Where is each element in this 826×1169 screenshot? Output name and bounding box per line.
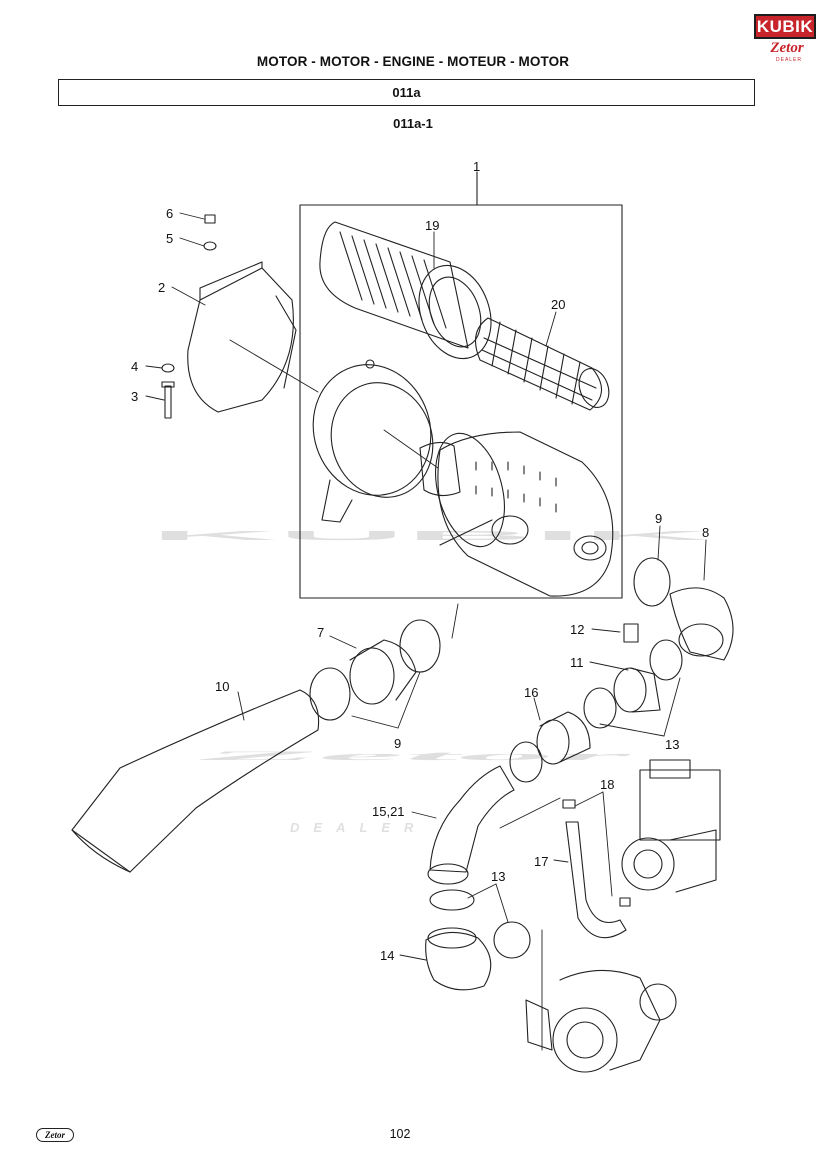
leader-lines [145,212,707,1051]
hose-sleeve-16 [536,711,591,765]
hose-clamp [309,667,351,721]
vacuum-indicator [623,623,639,643]
filter-housing [419,431,614,597]
intake-duct [71,689,320,873]
rubber-elbow [669,587,734,661]
assembly-frame [299,204,623,599]
hose-clamp [493,921,531,959]
callout-label: 4 [131,359,138,374]
callout-label: 10 [215,679,229,694]
callout-label: 9 [394,736,401,751]
kubik-logo: KUBIK Zetor DEALER [754,14,816,64]
watermark-zetor: Zetor [185,748,644,763]
figure-id: 011a-1 [393,116,433,131]
callout-label: 11 [570,655,584,670]
washer [203,241,217,251]
outer-filter-element [319,221,492,360]
page-title: MOTOR - MOTOR - ENGINE - MOTEUR - MOTOR [256,54,570,69]
callout-label: 13 [665,737,679,752]
housing-cover [312,359,434,523]
callout-labels: 1 2 3 4 5 6 7 8 9 9 10 11 12 13 13 14 15… [131,159,709,963]
nut [204,214,216,224]
callout-label: 18 [600,777,614,792]
turbocharger [525,969,677,1073]
callout-label: 14 [380,948,394,963]
callout-label: 13 [491,869,505,884]
hose-clip [562,799,631,907]
watermark-kubik: KUBIK [150,528,718,543]
zetor-footer-logo: Zetor [36,1128,74,1142]
callout-label: 6 [166,206,173,221]
hose-clamp [509,741,543,783]
connecting-pipe [613,667,661,713]
callout-label: 12 [570,622,584,637]
section-code: 011a [392,85,421,100]
callout-label: 19 [425,218,439,233]
hose-clamp [429,889,475,911]
mounting-bracket [187,261,297,413]
safety-filter-element [474,317,610,411]
zetor-logo-word: Zetor [770,40,804,56]
callout-label: 16 [524,685,538,700]
rubber-elbow-14 [425,927,492,991]
hose-clamp [633,557,671,607]
breather-hose [565,821,627,939]
air-compressor [621,759,721,893]
kubik-logo-word: KUBIK [754,14,816,39]
bent-pipe [427,765,515,885]
dealer-logo-tag: DEALER [776,57,803,63]
callout-label: 5 [166,231,173,246]
page-number: 102 [389,1127,411,1141]
callout-label: 7 [317,625,324,640]
hose-clamp [583,687,617,729]
washer-small [161,363,175,373]
watermark-dealer: DEALER [290,820,427,835]
hose-sleeve [349,639,417,705]
section-code-box: 011a [58,79,755,106]
hose-clamp [649,639,683,681]
callout-label: 9 [655,511,662,526]
callout-label: 20 [551,297,565,312]
callout-label: 17 [534,854,548,869]
callout-label: 1 [473,159,480,174]
bolt [161,381,175,419]
callout-label: 8 [702,525,709,540]
watermark: KUBIK Zetor DEALER [150,528,718,835]
callout-label: 15,21 [372,804,405,819]
callout-label: 2 [158,280,165,295]
callout-label: 3 [131,389,138,404]
hose-clamp [399,619,441,673]
